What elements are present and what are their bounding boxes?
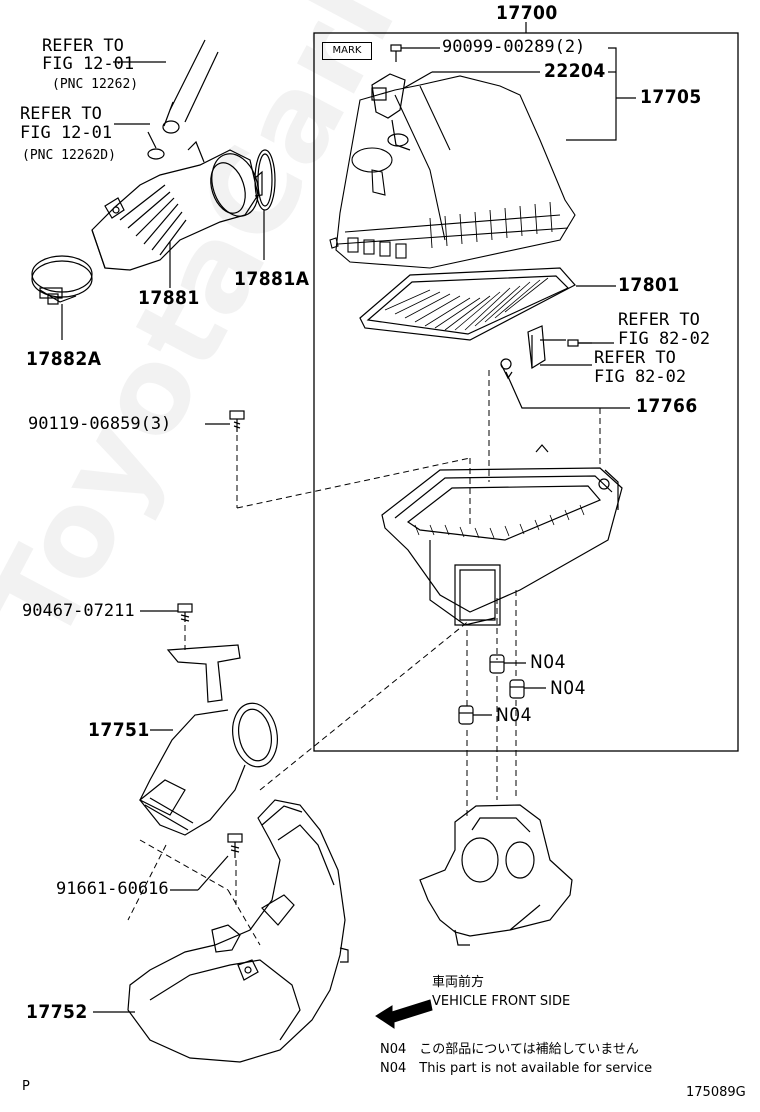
ref1-line1: REFER TO [42, 36, 124, 56]
front-arrow [375, 999, 433, 1029]
grommet-n04-b [509, 679, 525, 699]
air-flow-meter [371, 73, 411, 151]
part-17881: 17881 [138, 287, 200, 309]
part-17766: 17766 [636, 395, 698, 417]
screw-90099 [390, 44, 402, 62]
intake-duct-17751 [138, 644, 278, 836]
air-filter-element [359, 267, 576, 341]
ref4-line2: FIG 82-02 [594, 367, 687, 387]
grommet-n04-a [489, 654, 505, 674]
ref2-line1: REFER TO [20, 104, 102, 124]
assembly-frame [313, 32, 739, 752]
part-17752: 17752 [26, 1001, 88, 1023]
ref4-line1: REFER TO [594, 348, 676, 368]
part-17801: 17801 [618, 274, 680, 296]
part-17751: 17751 [88, 719, 150, 741]
grommet-n04-c [458, 705, 474, 725]
part-17881A: 17881A [234, 268, 310, 290]
front-label-jp: 車両前方 [432, 975, 485, 990]
ref1-line2: FIG 12-01 [42, 54, 135, 74]
note-en: N04 This part is not available for servi… [380, 1061, 653, 1076]
mark-tag: MARK [322, 42, 372, 60]
label-n04-c: N04 [496, 704, 532, 726]
label-n04-a: N04 [530, 651, 566, 673]
bracket-clip [500, 325, 546, 380]
ref1-line3: (PNC 12262) [52, 77, 139, 92]
part-22204: 22204 [544, 60, 606, 82]
bolt-90119 [229, 410, 245, 432]
diagram-id: 175089G [686, 1085, 746, 1100]
air-cleaner-cap [329, 75, 576, 269]
air-cleaner-case [381, 444, 623, 626]
part-90119: 90119-06859(3) [28, 414, 172, 434]
part-91661: 91661-60616 [56, 879, 169, 899]
mount-bracket [419, 804, 573, 946]
ref3-line1: REFER TO [618, 310, 700, 330]
part-90467: 90467-07211 [22, 601, 135, 621]
bolt-91661 [227, 833, 243, 858]
part-17882A: 17882A [26, 348, 102, 370]
front-label-en: VEHICLE FRONT SIDE [432, 994, 571, 1009]
footer-left: P [22, 1079, 30, 1094]
label-n04-b: N04 [550, 677, 586, 699]
bolt-90467 [177, 603, 193, 622]
intake-hose-17881 [91, 140, 259, 271]
ref2-line2: FIG 12-01 [20, 123, 113, 143]
note-jp: N04 この部品については補給していません [380, 1042, 639, 1057]
assembly-number: 17700 [496, 2, 558, 24]
clamp-17882A [31, 255, 93, 305]
intake-duct-17752 [127, 799, 349, 1063]
gasket-17881A [254, 149, 276, 211]
ref3-line2: FIG 82-02 [618, 329, 711, 349]
ref2-line3: (PNC 12262D) [22, 148, 116, 163]
part-90099: 90099-00289(2) [442, 37, 586, 57]
small-ring [147, 148, 165, 160]
refer-hose [162, 39, 219, 134]
part-17705: 17705 [640, 86, 702, 108]
